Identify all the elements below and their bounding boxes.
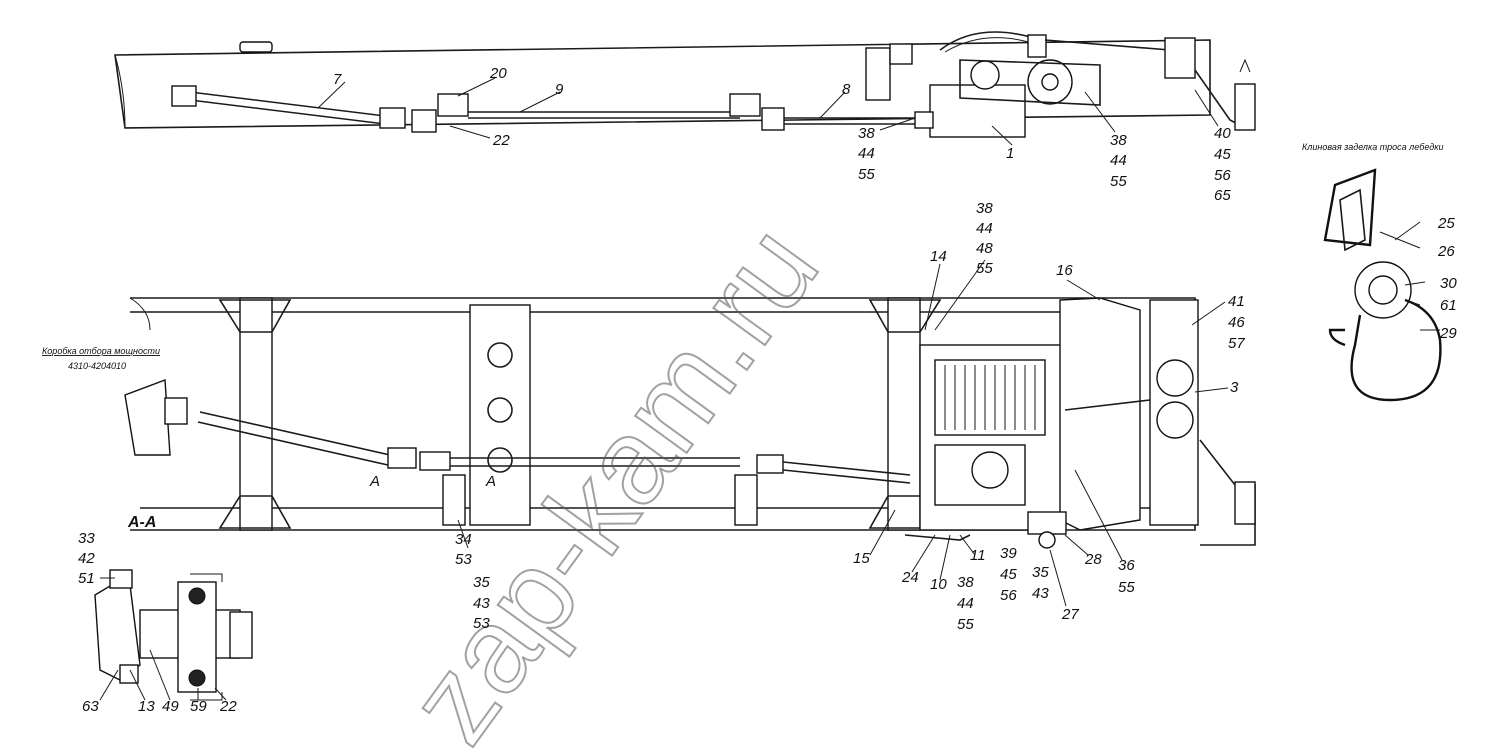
callout: 35 bbox=[473, 574, 490, 591]
callout: 16 bbox=[1056, 262, 1073, 279]
callout: 55 bbox=[1118, 579, 1135, 596]
callout: 14 bbox=[930, 248, 947, 265]
callout: 34 bbox=[455, 531, 472, 548]
callout: 43 bbox=[473, 595, 490, 612]
callout: 48 bbox=[976, 240, 993, 257]
hook-detail-title: Клиновая заделка троса лебедки bbox=[1302, 142, 1443, 152]
callout: 55 bbox=[976, 260, 993, 277]
callout: 28 bbox=[1084, 551, 1102, 568]
callout: 38 bbox=[957, 574, 974, 591]
pto-box-code: 4310-4204010 bbox=[68, 361, 126, 371]
callout: 42 bbox=[78, 550, 95, 567]
callout: 7 bbox=[333, 71, 342, 88]
callout: 8 bbox=[842, 81, 851, 98]
callout: 45 bbox=[1214, 146, 1231, 163]
callout: 36 bbox=[1118, 557, 1135, 574]
callout: 33 bbox=[78, 530, 95, 547]
main-callouts: 38 44 48 55 14 16 41 46 57 3 34 53 15 35… bbox=[455, 200, 1245, 633]
callout: 35 bbox=[1032, 564, 1049, 581]
callout: 44 bbox=[957, 595, 974, 612]
callout: 39 bbox=[1000, 545, 1017, 562]
top-callouts: 7 20 9 22 8 38 44 55 1 38 44 55 40 45 56… bbox=[333, 65, 1231, 204]
callout: 49 bbox=[162, 698, 179, 715]
callout: 65 bbox=[1214, 187, 1231, 204]
top-leader-lines bbox=[317, 77, 1219, 146]
callout: 1 bbox=[1006, 145, 1014, 162]
callout: 10 bbox=[930, 576, 947, 593]
callout: 43 bbox=[1032, 585, 1049, 602]
main-leader-lines bbox=[457, 259, 1229, 607]
callout: 38 bbox=[1110, 132, 1127, 149]
callout: 27 bbox=[1061, 606, 1079, 623]
callout: 40 bbox=[1214, 125, 1231, 142]
callout: 22 bbox=[492, 132, 510, 149]
callout: 9 bbox=[555, 81, 564, 98]
callout: 30 bbox=[1440, 275, 1457, 292]
detail-callouts: 33 42 51 63 13 49 59 22 bbox=[78, 530, 237, 715]
callout: 45 bbox=[1000, 566, 1017, 583]
callout: 13 bbox=[138, 698, 155, 715]
callout: 59 bbox=[190, 698, 207, 715]
callout: 44 bbox=[976, 220, 993, 237]
callout: 63 bbox=[82, 698, 99, 715]
callout: 44 bbox=[1110, 152, 1127, 169]
top-side-view bbox=[114, 31, 1256, 138]
callout: 38 bbox=[976, 200, 993, 217]
callout: 26 bbox=[1437, 243, 1455, 260]
callout: 56 bbox=[1000, 587, 1017, 604]
section-mark-a-left: А bbox=[369, 473, 380, 490]
section-mark-a-right: А bbox=[485, 473, 496, 490]
callout: 22 bbox=[219, 698, 237, 715]
callout: 29 bbox=[1439, 325, 1457, 342]
callout: 46 bbox=[1228, 314, 1245, 331]
callout: 44 bbox=[858, 145, 875, 162]
callout: 38 bbox=[858, 125, 875, 142]
pto-box-title: Коробка отбора мощности bbox=[42, 346, 160, 356]
hook-detail bbox=[1323, 168, 1442, 402]
callout: 15 bbox=[853, 550, 870, 567]
section-aa-detail bbox=[94, 569, 253, 701]
callout: 51 bbox=[78, 570, 95, 587]
callout: 56 bbox=[1214, 167, 1231, 184]
callout: 20 bbox=[489, 65, 507, 82]
hook-callouts: 25 26 30 61 29 bbox=[1437, 215, 1457, 342]
section-aa-label: А-А bbox=[127, 514, 156, 531]
callout: 55 bbox=[858, 166, 875, 183]
callout: 53 bbox=[473, 615, 490, 632]
callout: 53 bbox=[455, 551, 472, 568]
callout: 55 bbox=[1110, 173, 1127, 190]
callout: 24 bbox=[901, 569, 919, 586]
callout: 57 bbox=[1228, 335, 1245, 352]
detail-leader-lines bbox=[99, 577, 227, 701]
callout: 55 bbox=[957, 616, 974, 633]
callout: 61 bbox=[1440, 297, 1457, 314]
callout: 3 bbox=[1230, 379, 1239, 396]
callout: 41 bbox=[1228, 293, 1245, 310]
callout: 11 bbox=[970, 547, 986, 564]
main-plan-view bbox=[124, 297, 1256, 549]
callout: 25 bbox=[1437, 215, 1455, 232]
